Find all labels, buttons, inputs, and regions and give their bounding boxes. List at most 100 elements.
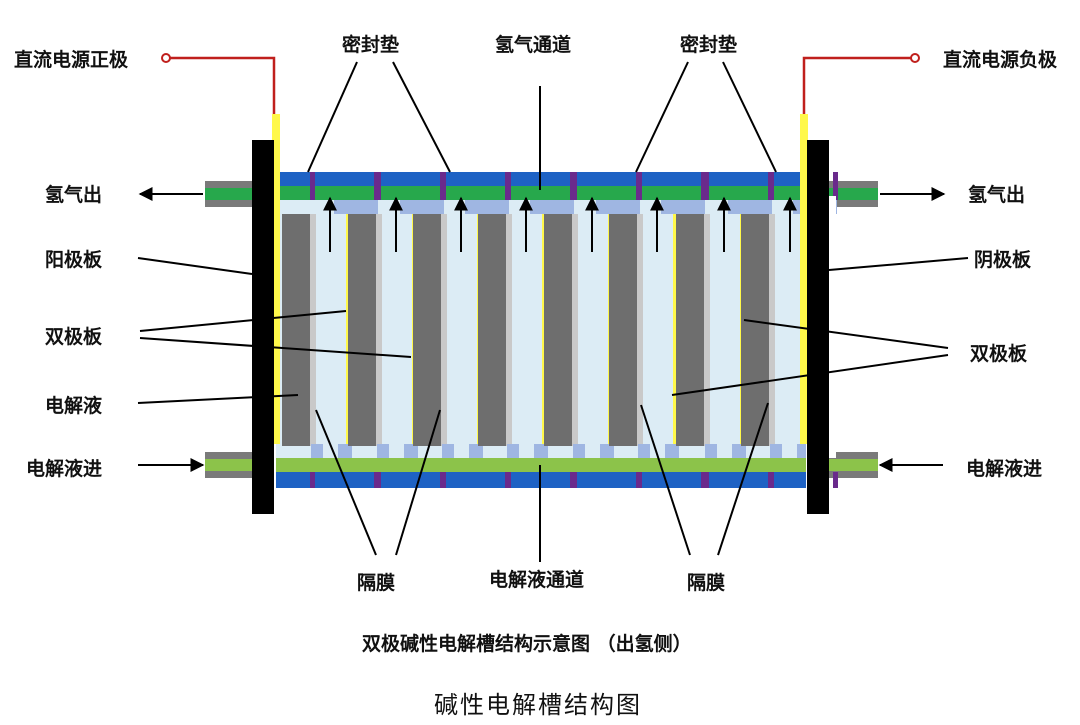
bipolar-plate: [478, 214, 506, 446]
bipolar-right-leader: [671, 354, 949, 396]
anode-end-plate: [252, 140, 274, 514]
bottom-spacer: [600, 444, 614, 458]
bottom-spacer: [638, 444, 650, 458]
bipolar-plate: [544, 214, 572, 446]
bottom-spacer: [770, 444, 782, 458]
bottom-spacer: [732, 444, 746, 458]
hydrogen-pipe-left-core: [205, 188, 265, 200]
bottom-spacer: [573, 444, 585, 458]
gasket-mark: [310, 472, 315, 488]
gasket-left-leader: [307, 61, 358, 173]
negative-terminal-label: 直流电源负极: [943, 48, 1058, 71]
gasket-right-label: 密封垫: [680, 33, 737, 56]
gasket-mark: [833, 472, 838, 488]
electrolyzer-structure: [161, 53, 920, 514]
bipolar-plate: [741, 214, 769, 446]
bottom-spacer: [507, 444, 519, 458]
bipolar-left-leader: [139, 337, 412, 358]
negative-terminal-icon: [910, 53, 920, 63]
bottom-spacer: [338, 444, 352, 458]
bottom-spacer: [534, 444, 548, 458]
electrolyte-pipe-right-core: [820, 459, 878, 471]
bipolar-right-leader: [743, 319, 949, 349]
bipolar-plate: [676, 214, 704, 446]
anode-plate-leader: [137, 257, 253, 275]
gasket-mark: [506, 172, 511, 200]
hydrogen-channel-bar: [276, 186, 806, 200]
gasket-mark: [441, 172, 446, 200]
diaphragm-left-leader: [395, 409, 441, 556]
hydrogen-channel-label: 氢气通道: [495, 33, 571, 56]
diaphragm-right-leader: [640, 404, 691, 556]
diaphragm-right-label: 隔膜: [687, 571, 725, 594]
leader-lines: [137, 61, 969, 562]
electrode: [673, 214, 678, 446]
cathode-end-plate: [807, 140, 829, 514]
gasket-mark: [701, 172, 706, 200]
gasket-mark: [769, 172, 774, 200]
gasket-mark: [376, 172, 381, 200]
gasket-mark: [704, 472, 709, 488]
hydrogen-out-right-label: 氢气出: [968, 183, 1025, 206]
electrolyte-in-left-label: 电解液进: [26, 457, 102, 480]
gasket-mark: [572, 472, 577, 488]
electrolyte-channel-label: 电解液通道: [489, 568, 584, 591]
anode-plate-label: 阳极板: [45, 248, 103, 271]
bipolar-plate: [609, 214, 637, 446]
bottom-spacer: [705, 444, 717, 458]
gasket-mark: [769, 472, 774, 488]
bottom-spacer: [404, 444, 418, 458]
bipolar-plate: [413, 214, 441, 446]
plate-edge: [704, 214, 710, 446]
cathode-electrode: [800, 114, 808, 444]
gasket-mark: [833, 172, 838, 200]
cathode-plate-leader: [828, 257, 969, 271]
diaphragm-right-leader: [717, 402, 769, 556]
bipolar-right-label: 双极板: [970, 342, 1028, 365]
bottom-spacer: [311, 444, 323, 458]
figure-caption: 碱性电解槽结构图: [434, 691, 642, 719]
plate-edge: [572, 214, 578, 446]
bipolar-left-leader: [139, 310, 347, 332]
top-spacer: [334, 200, 378, 214]
gasket-right-leader: [722, 61, 777, 173]
plate-edge: [310, 214, 316, 446]
electrolyte-pipe-left-core: [205, 459, 265, 471]
negative-wire: [802, 56, 911, 114]
electrolyte-label: 电解液: [45, 394, 103, 417]
gasket-mark: [637, 472, 642, 488]
plate-edge: [769, 214, 775, 446]
gasket-mark: [637, 172, 642, 200]
positive-terminal-label: 直流电源正极: [14, 48, 129, 71]
bottom-spacer: [469, 444, 483, 458]
top-spacer: [728, 200, 772, 214]
bottom-spacer: [442, 444, 454, 458]
gasket-right-leader: [635, 61, 689, 173]
diaphragm-left-leader: [315, 409, 377, 556]
plate-edge: [376, 214, 382, 446]
bipolar-left-label: 双极板: [45, 325, 103, 348]
top-spacer: [400, 200, 444, 214]
bottom-spacer: [377, 444, 389, 458]
electrolyte-leader: [137, 394, 299, 404]
diagram-title: 双极碱性电解槽结构示意图 （出氢侧）: [362, 632, 692, 655]
gasket-mark: [701, 472, 706, 488]
plate-edge: [441, 214, 447, 446]
plate-edge: [506, 214, 512, 446]
gasket-mark: [441, 472, 446, 488]
top-spacer: [661, 200, 705, 214]
gasket-mark: [704, 172, 709, 200]
gasket-left-label: 密封垫: [342, 33, 399, 56]
positive-terminal-icon: [161, 53, 171, 63]
bipolar-plate: [348, 214, 376, 446]
top-spacer: [596, 200, 640, 214]
gasket-mark: [506, 472, 511, 488]
top-spacer: [465, 200, 509, 214]
cathode-plate-label: 阴极板: [974, 248, 1032, 271]
electrolyte-in-right-label: 电解液进: [966, 457, 1042, 480]
gasket-mark: [376, 472, 381, 488]
plate-edge: [637, 214, 643, 446]
gasket-mark: [572, 172, 577, 200]
anode-electrode: [272, 114, 280, 444]
